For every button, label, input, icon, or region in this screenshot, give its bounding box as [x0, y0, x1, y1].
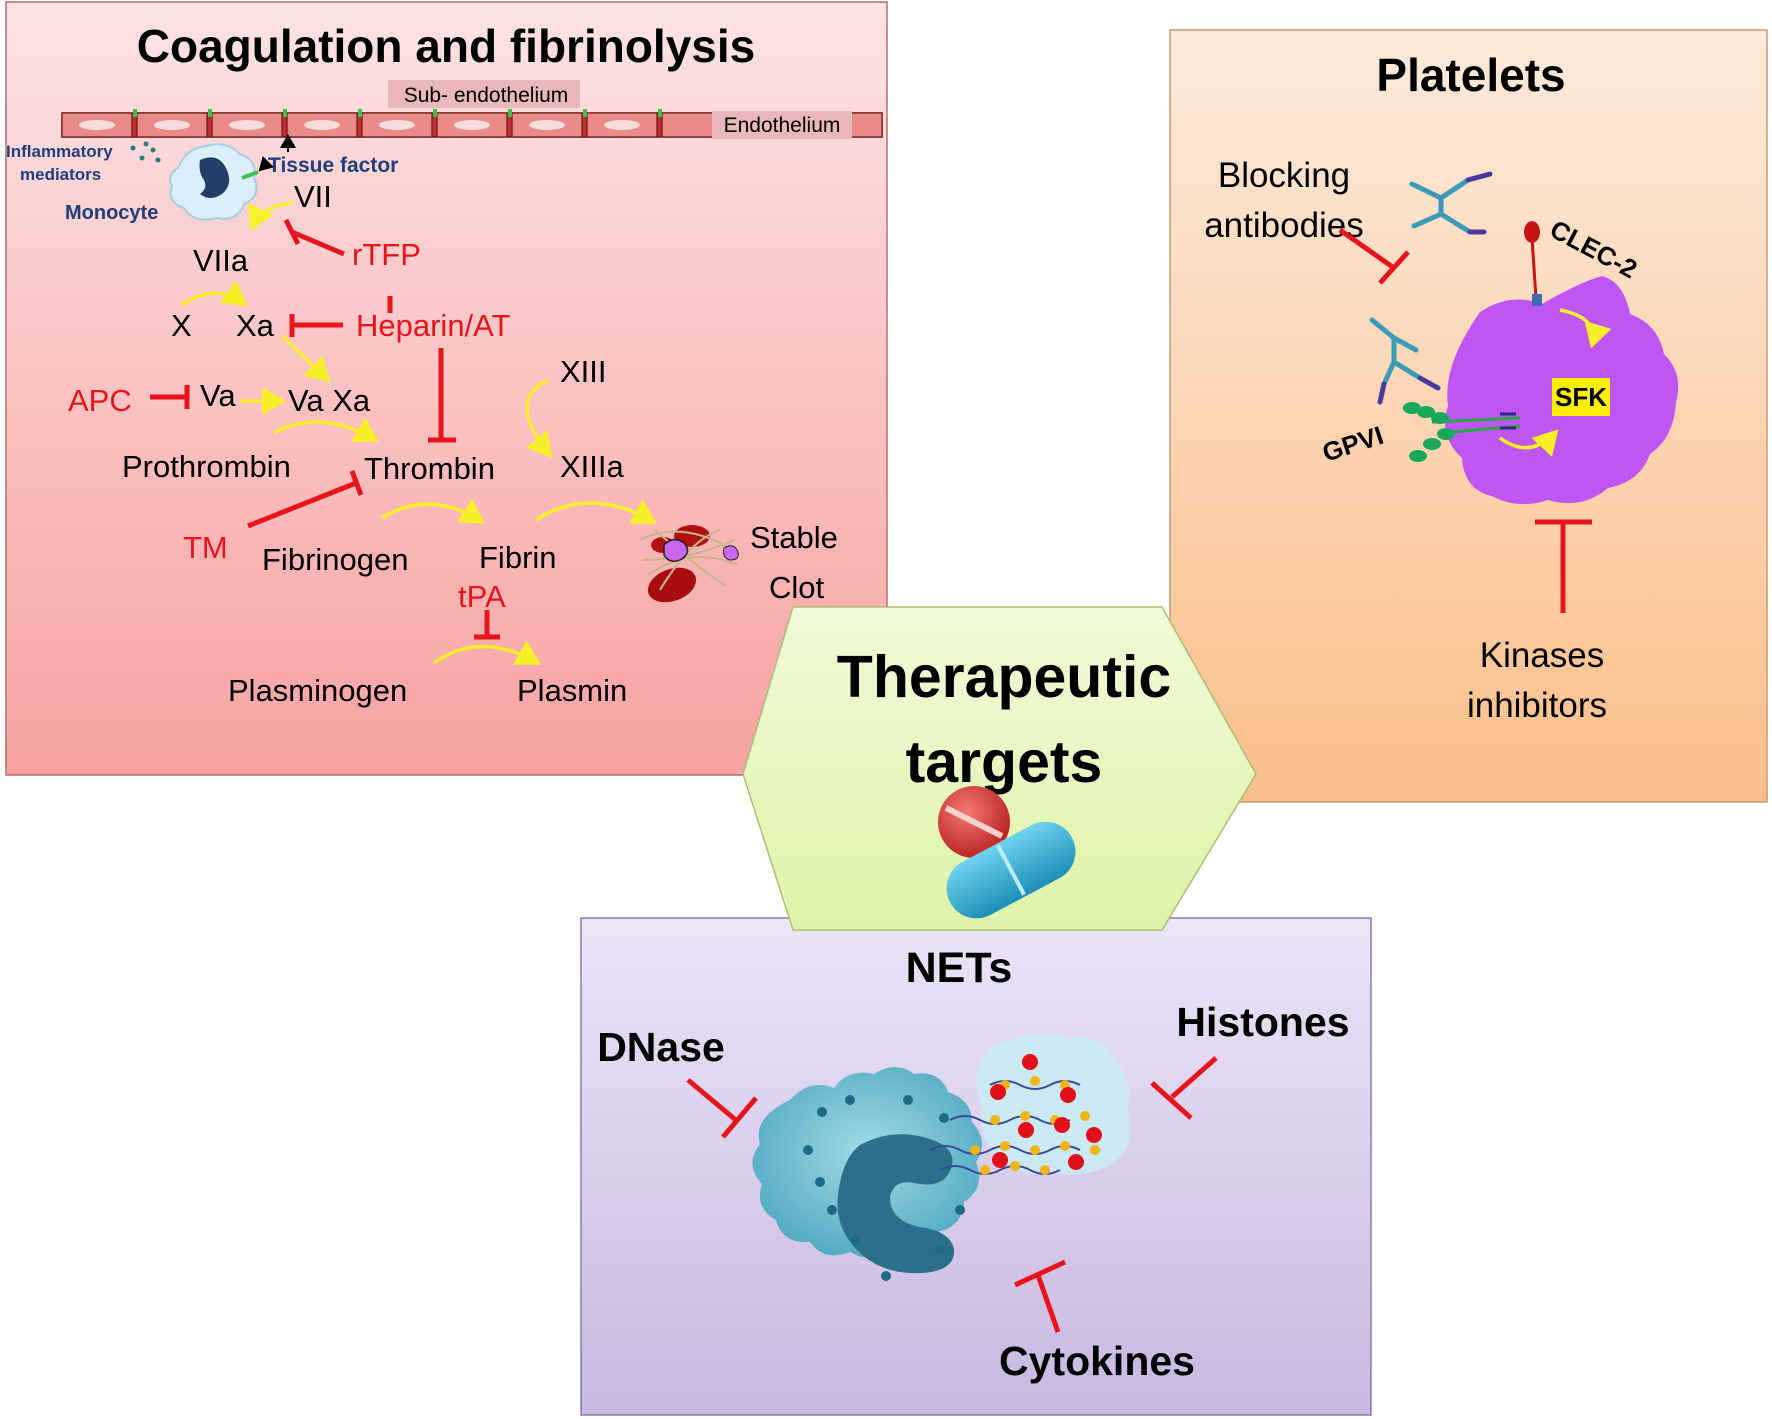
antibody-icon-top — [1409, 171, 1493, 235]
gpvi-receptor-icon — [1403, 402, 1521, 462]
factor-vii: VII — [294, 179, 332, 214]
tpa-inhibition — [474, 610, 500, 640]
sub-endothelium-box — [388, 80, 580, 108]
stable-label: Stable — [750, 520, 838, 555]
arrow-xa-vaxa — [280, 334, 331, 383]
antibody-icon-gpvi — [1369, 317, 1441, 405]
plasminogen-label: Plasminogen — [228, 673, 407, 708]
platelets-title: Platelets — [1376, 49, 1565, 101]
neutrophil-nucleus — [837, 1134, 955, 1274]
kinases-inhibitors-label-2: inhibitors — [1467, 686, 1607, 725]
histones-inhibition — [1150, 1056, 1218, 1120]
factor-viia: VIIa — [193, 243, 249, 278]
endothelium-label: Endothelium — [724, 114, 841, 137]
heparin-xa-inhibition — [289, 314, 343, 337]
sfk-label: SFK — [1555, 382, 1607, 412]
neutrophil-granules — [803, 1095, 965, 1281]
monocyte-icon — [169, 143, 259, 221]
factor-xiiia: XIIIa — [560, 449, 625, 484]
coagulation-panel: Coagulation and fibrinolysis Sub- endoth… — [5, 1, 888, 776]
dnase-inhibition — [686, 1078, 758, 1139]
thrombin-label: Thrombin — [364, 451, 495, 486]
va-xa-complex: Va Xa — [288, 383, 371, 418]
nets-title: NETs — [906, 944, 1013, 992]
monocyte-label: Monocyte — [65, 202, 158, 224]
apc-label: APC — [68, 383, 132, 418]
clec2-anchor — [1532, 294, 1542, 306]
inflammatory-mediators-label-2: mediators — [20, 165, 101, 184]
apc-va-inhibition — [150, 385, 190, 409]
rtfp-label: rTFP — [352, 237, 421, 272]
therapeutic-targets-hexagon: Therapeutic targets — [742, 606, 1257, 931]
rtfp-inhibition — [283, 218, 345, 257]
arrow-prothrombin-thrombin — [273, 417, 380, 442]
arrow-fibrin-clot — [535, 499, 658, 524]
arrow-fibrinogen-fibrin — [381, 498, 485, 524]
tissue-factor-label: Tissue factor — [268, 154, 398, 177]
clec2-receptor-icon — [1524, 221, 1540, 243]
tm-thrombin-inhibition — [247, 470, 364, 529]
tpa-label: tPA — [458, 579, 506, 614]
stable-clot-icon — [639, 525, 739, 603]
sub-endothelium-label: Sub- endothelium — [404, 84, 569, 107]
pill-icon — [938, 786, 1010, 858]
platelet-signal-arrows — [1498, 308, 1612, 457]
net-granules-red — [990, 1054, 1102, 1170]
nets-inhibitors — [686, 1056, 1218, 1333]
blocking-antibodies-inhibition — [1338, 227, 1410, 285]
platelets-panel: Platelets Blocking antibodies SFK — [1169, 29, 1768, 803]
therapeutic-targets-line-2: targets — [906, 729, 1103, 795]
clec2-stalk — [1530, 237, 1538, 299]
arrow-plasminogen-plasmin — [432, 640, 542, 665]
inhibitor-lines — [150, 218, 500, 640]
tissue-factor-arrow-2 — [258, 155, 275, 172]
fibrinogen-label: Fibrinogen — [262, 542, 408, 577]
histones-label: Histones — [1176, 999, 1349, 1045]
tm-label: TM — [183, 530, 228, 565]
plasmin-label: Plasmin — [517, 673, 627, 708]
kinases-inhibition — [1535, 519, 1592, 613]
factor-x: X — [171, 308, 192, 343]
cytokines-label: Cytokines — [999, 1338, 1195, 1384]
therapeutic-targets-line-1: Therapeutic — [837, 644, 1171, 710]
factor-xiii: XIII — [560, 354, 607, 389]
kinases-inhibitors-label-1: Kinases — [1480, 636, 1605, 675]
blocking-antibodies-label-1: Blocking — [1218, 156, 1350, 195]
arrow-xiii-xiiia — [525, 378, 553, 458]
nets-panel: NETs DNase Histones Cytokines — [580, 917, 1372, 1416]
histone-beads — [970, 1076, 1100, 1175]
capsule-icon — [946, 821, 1076, 919]
coagulation-title: Coagulation and fibrinolysis — [137, 20, 755, 72]
prothrombin-label: Prothrombin — [122, 449, 291, 484]
factor-va: Va — [200, 378, 236, 413]
endothelium-label-box — [712, 111, 852, 139]
factor-xa: Xa — [236, 308, 275, 343]
inflammatory-mediators-dots — [130, 141, 161, 163]
cytokines-inhibition — [1013, 1259, 1067, 1333]
sfk-box — [1552, 378, 1610, 416]
arrow-x-xa — [180, 280, 248, 307]
fibrin-label: Fibrin — [479, 540, 557, 575]
heparin-at-label: Heparin/AT — [356, 308, 511, 343]
heparin-thrombin-inhibition — [428, 348, 456, 443]
inflammatory-mediators-label-1: Inflammatory — [6, 142, 113, 161]
dnase-label: DNase — [597, 1024, 725, 1070]
arrow-vii-viia — [247, 201, 293, 232]
activation-arrows — [180, 201, 658, 665]
clot-label: Clot — [769, 570, 825, 605]
blocking-antibodies-label-2: antibodies — [1204, 206, 1364, 245]
